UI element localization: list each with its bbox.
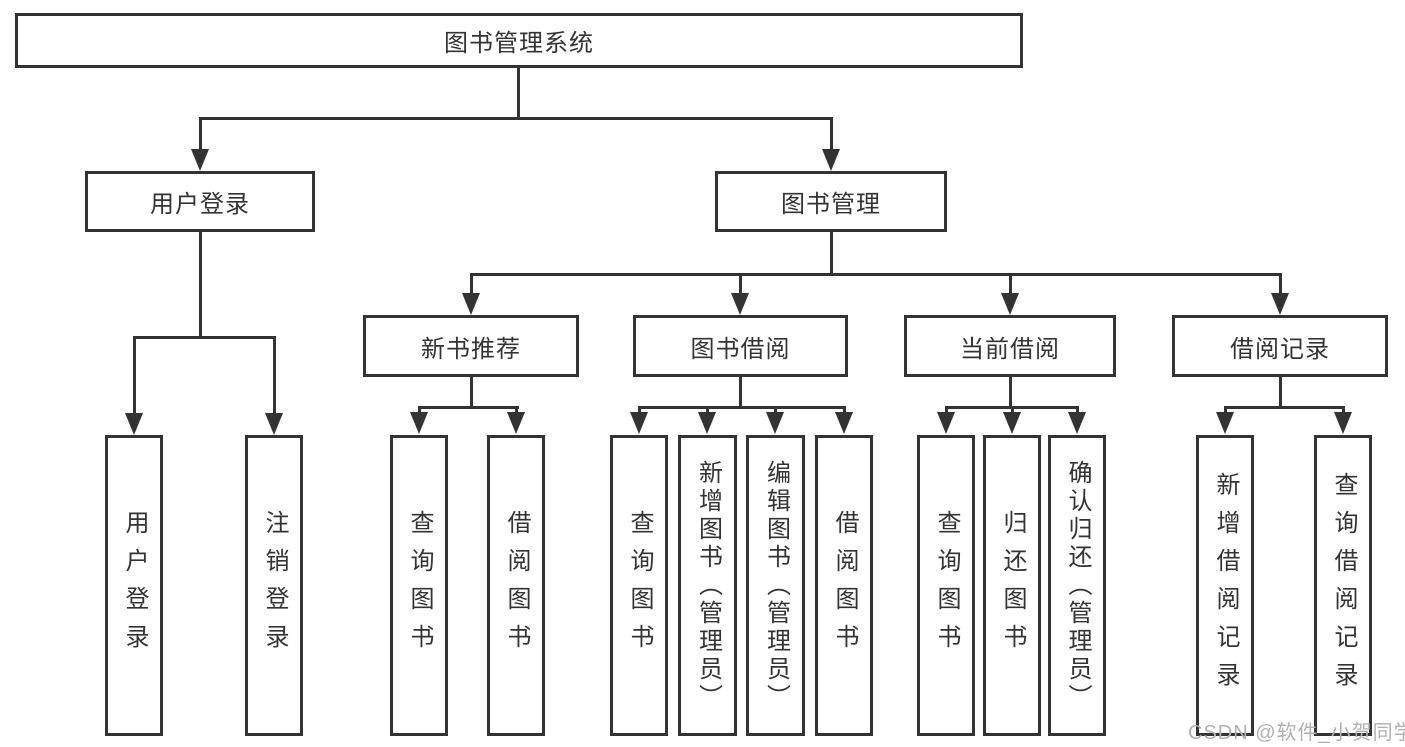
arrow-down-icon: [265, 413, 283, 435]
connector-line: [1279, 276, 1282, 294]
leaf-borrowing-query-books: 查询图书: [610, 435, 668, 736]
connector-line: [739, 276, 742, 294]
leaf-borrowing-borrow-books-label: 借阅图书: [831, 509, 858, 662]
leaf-current-return-books-label: 归还图书: [999, 509, 1026, 662]
node-current-borrowing: 当前借阅: [904, 315, 1116, 377]
arrow-down-icon: [835, 412, 853, 434]
connector-line: [1279, 377, 1282, 408]
leaf-current-query-books-label: 查询图书: [933, 509, 960, 662]
leaf-borrowing-borrow-books: 借阅图书: [815, 435, 873, 736]
csdn-watermark: CSDN @软件_小贺同学: [1188, 722, 1405, 744]
arrow-down-icon: [1271, 293, 1289, 315]
arrow-down-icon: [1001, 293, 1019, 315]
leaf-borrowing-edit-books-admin: 编辑图书（管理员）: [746, 435, 805, 736]
leaf-current-query-books: 查询图书: [917, 435, 975, 736]
node-user-login: 用户登录: [85, 171, 315, 232]
arrow-down-icon: [1068, 412, 1086, 434]
connector-line: [470, 276, 473, 294]
connector-line: [515, 406, 518, 415]
connector-line: [1009, 377, 1012, 408]
arrow-down-icon: [191, 149, 209, 171]
connector-line: [830, 120, 833, 150]
connector-line: [830, 232, 833, 274]
arrow-down-icon: [822, 149, 840, 171]
arrow-down-icon: [1003, 412, 1021, 434]
leaf-records-query-record-label: 查询借阅记录: [1330, 471, 1357, 700]
connector-line: [199, 117, 833, 120]
connector-line: [517, 68, 520, 117]
connector-line: [133, 336, 276, 339]
leaf-borrowing-add-books-admin: 新增图书（管理员）: [678, 435, 737, 736]
arrow-down-icon: [937, 412, 955, 434]
leaf-user-login: 用户登录: [105, 435, 163, 736]
connector-line: [199, 120, 202, 150]
connector-line: [418, 406, 421, 415]
connector-line: [1224, 406, 1227, 415]
leaf-borrowing-query-books-label: 查询图书: [626, 509, 653, 662]
connector-line: [1342, 406, 1345, 415]
connector-line: [739, 377, 742, 408]
arrow-down-icon: [1216, 412, 1234, 434]
node-new-book-recommendation: 新书推荐: [363, 315, 579, 377]
arrow-down-icon: [731, 293, 749, 315]
arrow-down-icon: [766, 412, 784, 434]
leaf-current-confirm-return-admin: 确认归还（管理员）: [1048, 435, 1106, 736]
connector-line: [1009, 276, 1012, 294]
connector-line: [706, 406, 709, 415]
node-book-management: 图书管理: [715, 171, 947, 232]
leaf-borrowing-edit-books-admin-label: 编辑图书（管理员）: [762, 459, 790, 712]
leaf-logout: 注销登录: [245, 435, 303, 736]
arrow-down-icon: [698, 412, 716, 434]
leaf-borrowing-add-books-admin-label: 新增图书（管理员）: [694, 459, 722, 712]
leaf-newbook-borrow-books-label: 借阅图书: [503, 509, 530, 662]
arrow-down-icon: [125, 413, 143, 435]
leaf-newbook-borrow-books: 借阅图书: [487, 435, 545, 736]
leaf-records-add-record: 新增借阅记录: [1196, 435, 1254, 736]
leaf-records-add-record-label: 新增借阅记录: [1212, 471, 1239, 700]
leaf-user-login-label: 用户登录: [121, 509, 148, 662]
arrow-down-icon: [1334, 412, 1352, 434]
arrow-down-icon: [630, 412, 648, 434]
leaf-newbook-query-books: 查询图书: [390, 435, 448, 736]
connector-line: [638, 406, 641, 415]
connector-line: [418, 406, 519, 409]
connector-line: [273, 339, 276, 415]
arrow-down-icon: [462, 293, 480, 315]
arrow-down-icon: [410, 412, 428, 434]
connector-line: [1076, 406, 1079, 415]
leaf-current-confirm-return-admin-label: 确认归还（管理员）: [1064, 459, 1091, 712]
connector-line: [470, 273, 1282, 276]
connector-line: [774, 406, 777, 415]
leaf-current-return-books: 归还图书: [983, 435, 1041, 736]
connector-line: [638, 406, 846, 409]
node-library-management-system: 图书管理系统: [15, 13, 1023, 68]
connector-line: [1224, 406, 1345, 409]
leaf-logout-label: 注销登录: [261, 509, 288, 662]
leaf-newbook-query-books-label: 查询图书: [406, 509, 433, 662]
connector-line: [199, 232, 202, 337]
arrow-down-icon: [507, 412, 525, 434]
connector-line: [470, 377, 473, 408]
leaf-records-query-record: 查询借阅记录: [1314, 435, 1372, 736]
connector-line: [843, 406, 846, 415]
connector-line: [1011, 406, 1014, 415]
connector-line: [945, 406, 948, 415]
connector-line: [133, 339, 136, 415]
node-book-borrowing: 图书借阅: [633, 315, 848, 377]
node-borrowing-records: 借阅记录: [1172, 315, 1388, 377]
